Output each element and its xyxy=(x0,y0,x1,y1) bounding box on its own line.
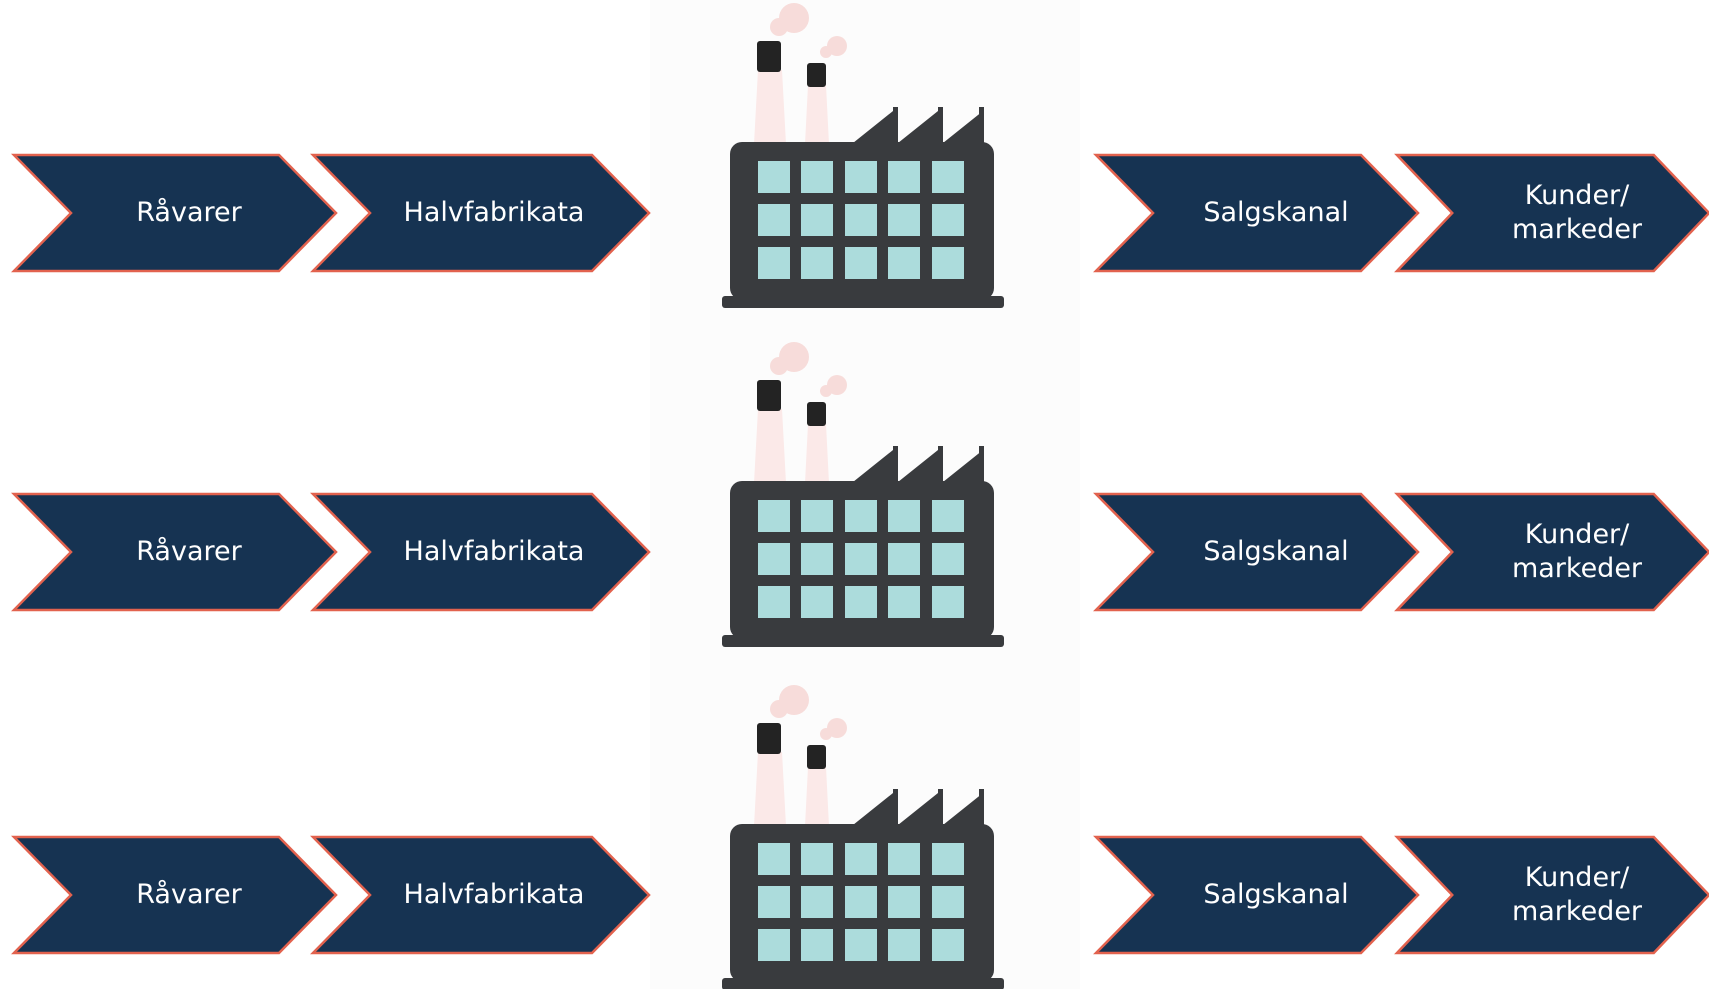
step-salgskanal-label: Salgskanal xyxy=(1203,536,1349,567)
step-salgskanal-arrow: Salgskanal xyxy=(1096,494,1418,610)
step-raavarer-arrow: Råvarer xyxy=(14,494,336,610)
step-raavarer-arrow: Råvarer xyxy=(14,837,336,953)
step-salgskanal-arrow: Salgskanal xyxy=(1096,155,1418,271)
step-kunder-markeder-arrow: Kunder/ markeder xyxy=(1397,837,1709,953)
step-halvfabrikata-arrow: Halvfabrikata xyxy=(313,494,649,610)
step-kunder-markeder-label: Kunder/ markeder xyxy=(1511,180,1643,245)
step-raavarer-label: Råvarer xyxy=(136,879,242,910)
value-chain-row-1: Råvarer Halvfabrikata xyxy=(0,0,1709,340)
step-salgskanal-label: Salgskanal xyxy=(1203,197,1349,228)
factory-icon xyxy=(722,341,1004,647)
value-chain-row-3: Råvarer Halvfabrikata xyxy=(0,682,1709,989)
step-kunder-markeder-arrow: Kunder/ markeder xyxy=(1397,155,1709,271)
step-raavarer-label: Råvarer xyxy=(136,536,242,567)
step-kunder-markeder-label: Kunder/ markeder xyxy=(1511,519,1643,584)
step-raavarer-label: Råvarer xyxy=(136,197,242,228)
step-halvfabrikata-label: Halvfabrikata xyxy=(403,536,585,567)
step-raavarer-arrow: Råvarer xyxy=(14,155,336,271)
factory-icon xyxy=(722,684,1004,989)
step-halvfabrikata-arrow: Halvfabrikata xyxy=(313,837,649,953)
step-kunder-markeder-arrow: Kunder/ markeder xyxy=(1397,494,1709,610)
step-halvfabrikata-label: Halvfabrikata xyxy=(403,197,585,228)
factory-icon xyxy=(722,2,1004,308)
value-chain-row-2: Råvarer Halvfabrikata xyxy=(0,339,1709,679)
step-halvfabrikata-arrow: Halvfabrikata xyxy=(313,155,649,271)
step-halvfabrikata-label: Halvfabrikata xyxy=(403,879,585,910)
step-salgskanal-label: Salgskanal xyxy=(1203,879,1349,910)
step-kunder-markeder-label: Kunder/ markeder xyxy=(1511,862,1643,927)
step-salgskanal-arrow: Salgskanal xyxy=(1096,837,1418,953)
